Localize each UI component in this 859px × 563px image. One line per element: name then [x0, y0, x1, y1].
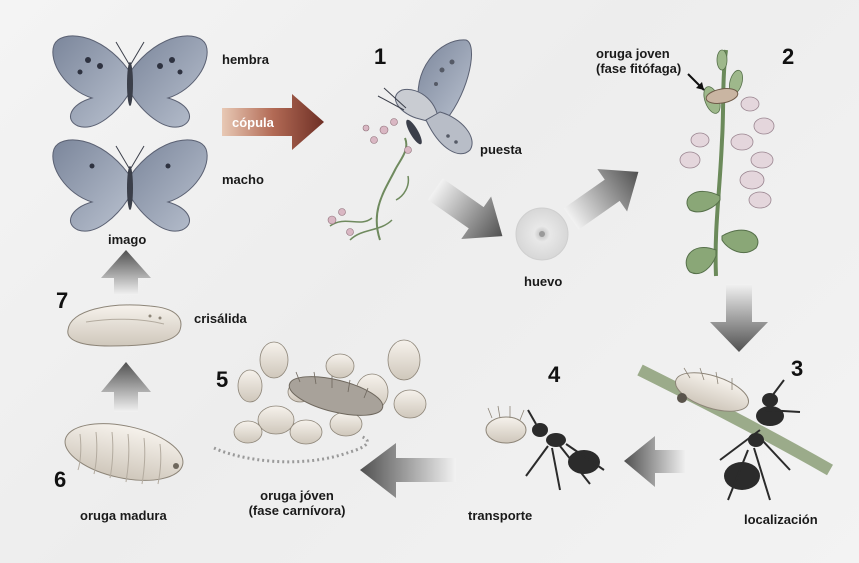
ant-transport-icon — [486, 406, 604, 490]
label-puesta: puesta — [480, 142, 522, 157]
label-macho: macho — [222, 172, 264, 187]
label-crisalida: crisálida — [194, 311, 247, 326]
label-oruga-joven-fitofaga: oruga joven (fase fitófaga) — [596, 46, 681, 76]
arrow-to-stage-3 — [710, 284, 768, 352]
label-oruga-joven2-line2: (fase carnívora) — [232, 503, 362, 518]
label-oruga-madura: oruga madura — [80, 508, 167, 523]
stage-number-7: 7 — [56, 288, 68, 314]
ant-caterpillar-icon — [640, 365, 830, 500]
stage-number-3: 3 — [791, 356, 803, 382]
stage-number-2: 2 — [782, 44, 794, 70]
label-imago: imago — [108, 232, 146, 247]
arrow-to-imago — [101, 250, 151, 295]
mature-caterpillar-icon — [60, 414, 188, 490]
copula-arrow — [222, 94, 324, 150]
arrow-to-stage-4 — [624, 436, 686, 487]
label-oruga-joven-line2: (fase fitófaga) — [596, 61, 681, 76]
stage-number-4: 4 — [548, 362, 560, 388]
arrow-to-stage-7 — [101, 362, 151, 412]
arrow-to-egg — [420, 168, 517, 258]
label-transporte: transporte — [468, 508, 532, 523]
butterfly-male-icon — [53, 140, 207, 231]
arrow-to-stage-2 — [556, 151, 653, 241]
stage-number-1: 1 — [374, 44, 386, 70]
butterfly-female-icon — [53, 36, 207, 127]
plant-caterpillar-icon — [680, 50, 774, 276]
egg-icon — [516, 208, 568, 260]
label-hembra: hembra — [222, 52, 269, 67]
arrow-to-stage-5 — [360, 443, 456, 498]
chrysalis-icon — [68, 305, 181, 346]
stage-number-5: 5 — [216, 367, 228, 393]
label-oruga-joven-carnivora: oruga jóven (fase carnívora) — [232, 488, 362, 518]
label-localizacion: localización — [744, 512, 818, 527]
label-huevo: huevo — [524, 274, 562, 289]
ant-brood-icon — [214, 340, 426, 462]
label-oruga-joven2-line1: oruga jóven — [232, 488, 362, 503]
label-oruga-joven-line1: oruga joven — [596, 46, 681, 61]
stage-number-6: 6 — [54, 467, 66, 493]
